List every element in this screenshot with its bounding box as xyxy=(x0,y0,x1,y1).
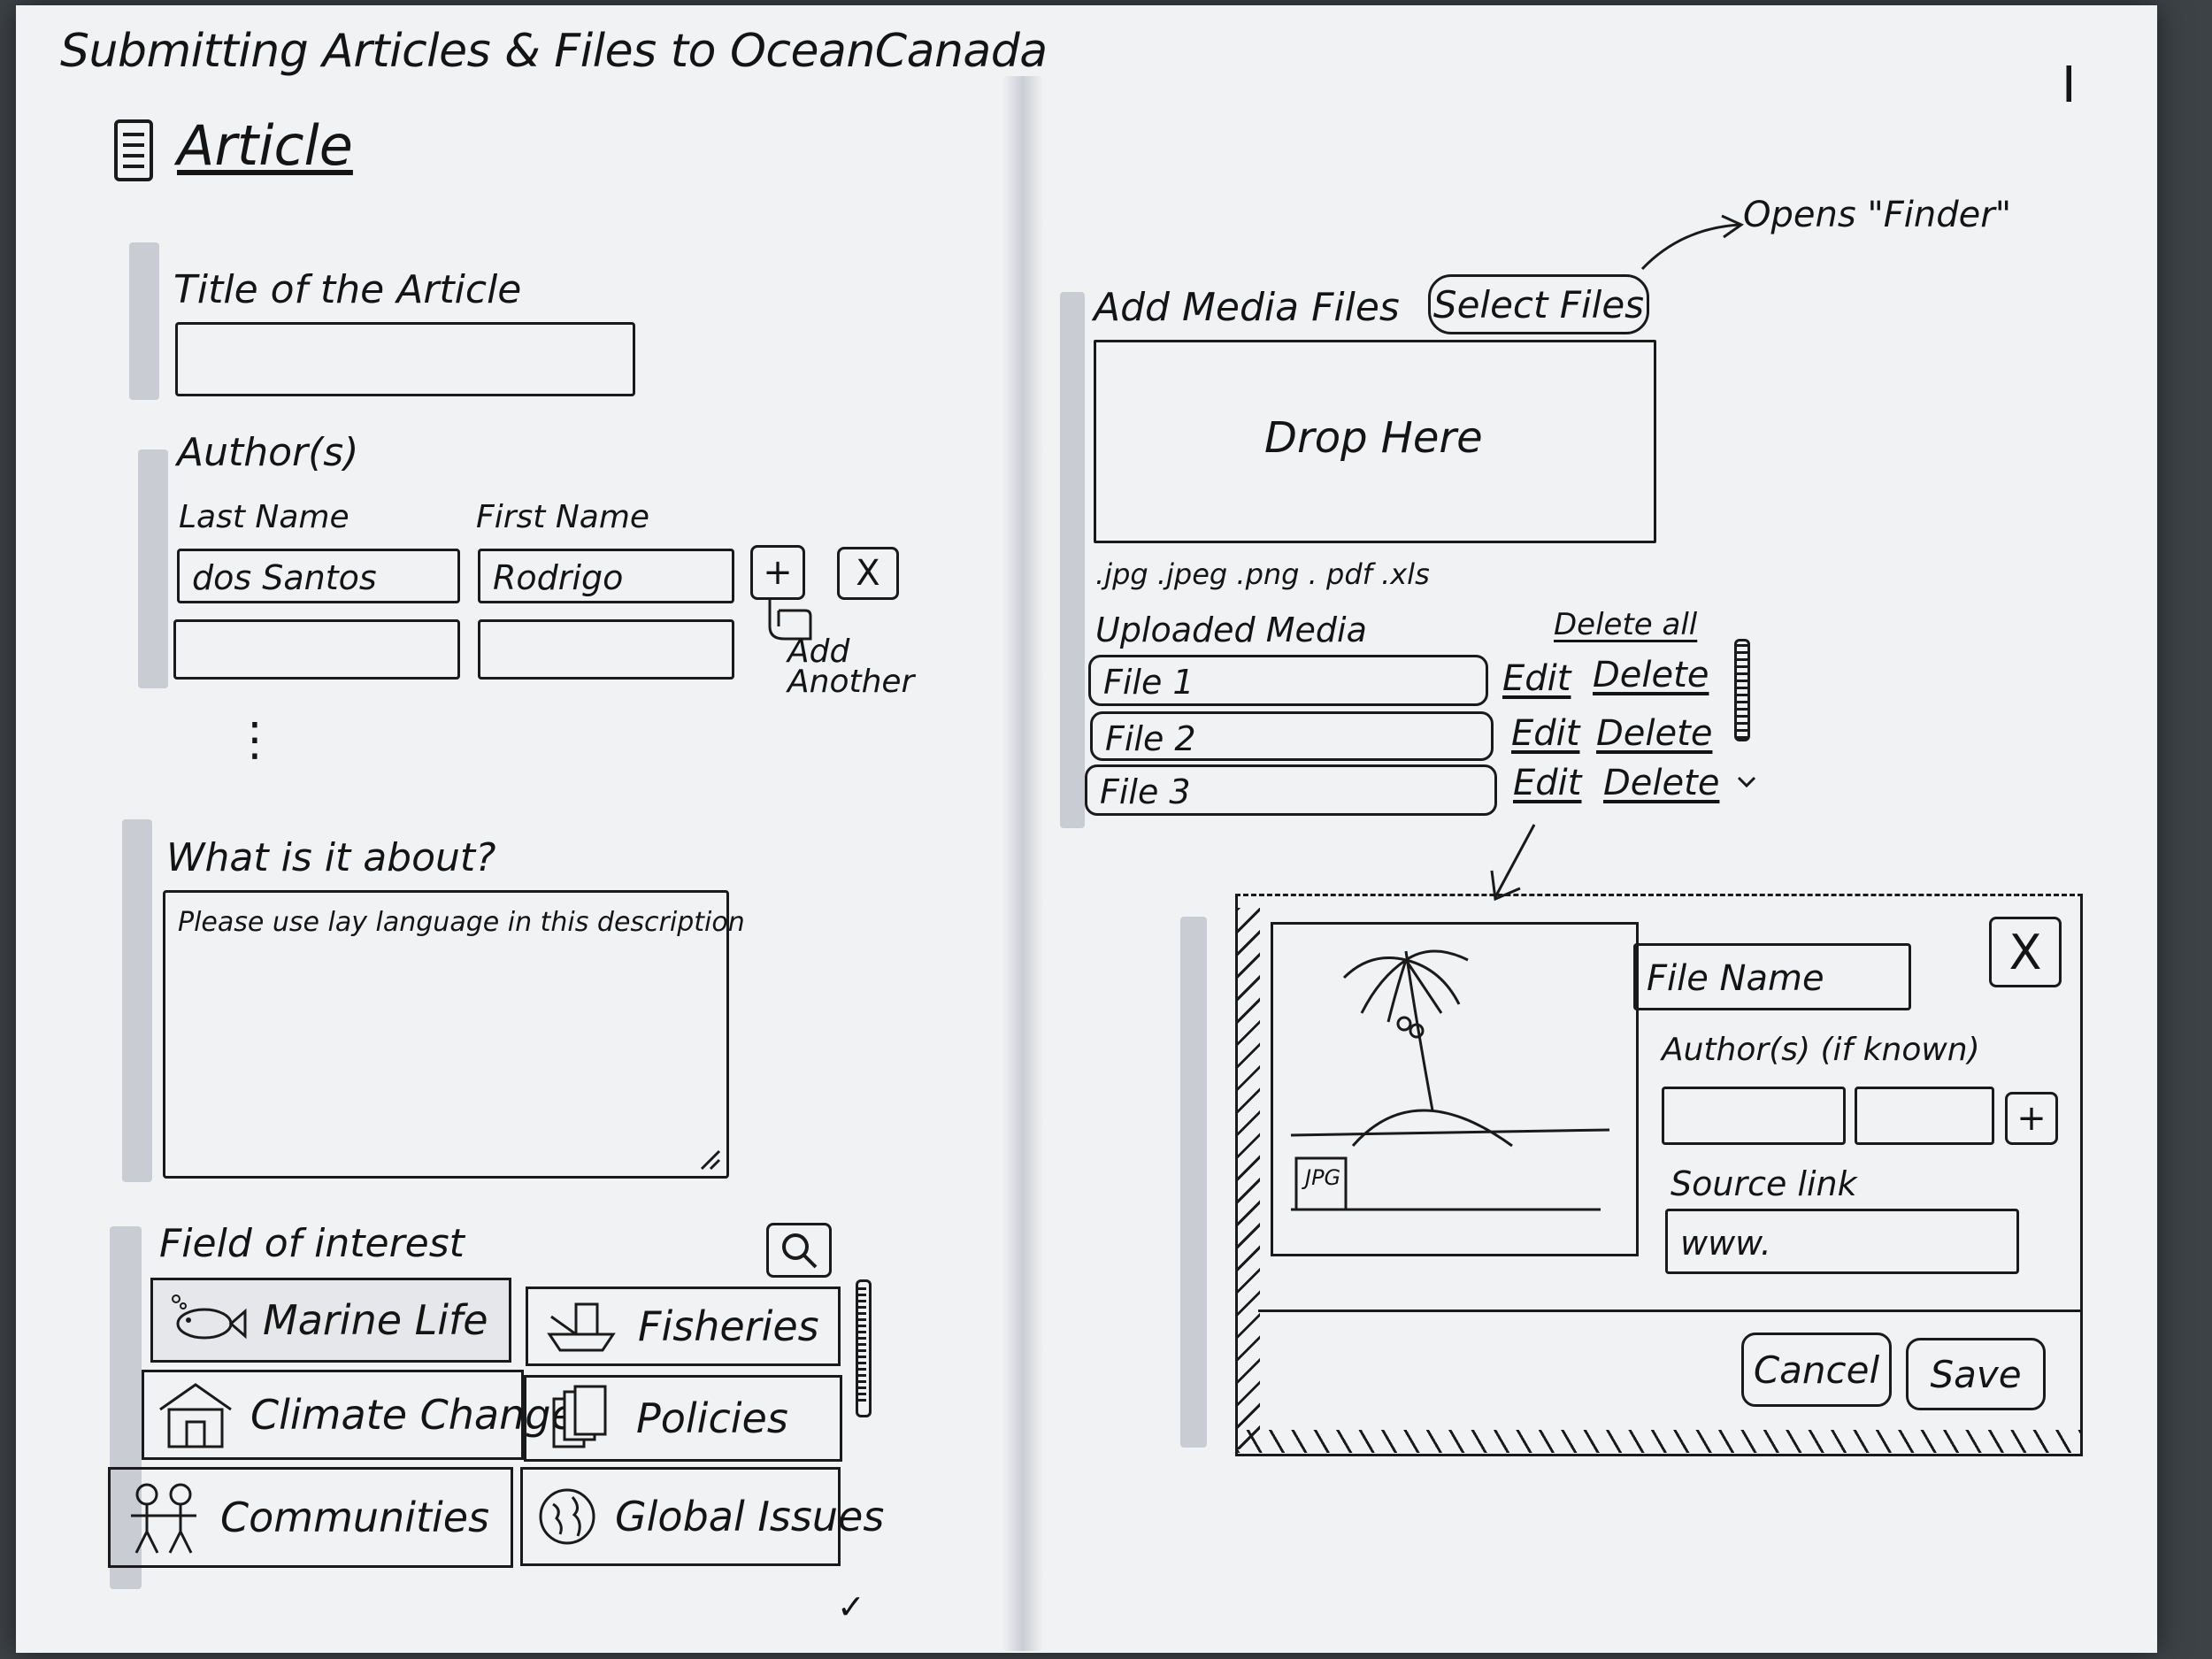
chevron-down-icon[interactable] xyxy=(1736,773,1757,791)
interest-search-button[interactable] xyxy=(766,1223,832,1278)
media-preview-image: JPG xyxy=(1271,922,1639,1256)
dialog-save-button[interactable]: Save xyxy=(1906,1338,2046,1410)
about-label: What is it about? xyxy=(166,835,496,880)
uploaded-file-row-1[interactable]: File 1 xyxy=(1088,655,1488,706)
dialog-shadow-bottom xyxy=(1237,1430,2083,1453)
dialog-close-button[interactable]: X xyxy=(1989,917,2062,987)
people-icon xyxy=(123,1483,204,1554)
about-textarea[interactable]: Please use lay language in this descript… xyxy=(163,890,745,1179)
interest-scrollbar[interactable] xyxy=(853,1279,872,1417)
page-marker: I xyxy=(2062,57,2077,114)
house-icon xyxy=(157,1380,234,1449)
delete-file-1-link[interactable]: Delete xyxy=(1593,655,1709,695)
uploaded-file-name-2: File 2 xyxy=(1105,719,1196,758)
interest-label-climate-change: Climate Change xyxy=(250,1391,576,1439)
uploaded-file-row-2[interactable]: File 2 xyxy=(1090,711,1494,761)
uploaded-file-name-3: File 3 xyxy=(1100,772,1191,811)
check-mark-icon: ✓ xyxy=(837,1587,865,1626)
down-arrow-icon xyxy=(1485,821,1547,902)
file-name-input[interactable]: File Name xyxy=(1633,943,1911,1010)
interest-label-policies: Policies xyxy=(636,1394,788,1442)
fish-icon xyxy=(165,1286,247,1355)
uploaded-media-label: Uploaded Media xyxy=(1095,611,1367,649)
interest-tile-global-issues[interactable]: Global Issues xyxy=(520,1467,884,1566)
uploaded-file-row-3[interactable]: File 3 xyxy=(1085,764,1497,816)
cursor-hand-icon xyxy=(761,591,823,644)
boat-icon xyxy=(541,1292,622,1361)
select-files-button[interactable]: Select Files xyxy=(1428,274,1649,334)
interest-label-marine-life: Marine Life xyxy=(263,1296,488,1344)
edit-file-2-link[interactable]: Edit xyxy=(1511,713,1580,754)
dialog-author-first-input[interactable] xyxy=(1855,1087,1994,1145)
documents-icon xyxy=(539,1384,620,1453)
dialog-cancel-button[interactable]: Cancel xyxy=(1741,1333,1892,1407)
first-name-input-2[interactable] xyxy=(478,619,734,680)
source-link-label: Source link xyxy=(1671,1164,1857,1203)
article-title-input[interactable] xyxy=(175,322,635,396)
group-bar-interest xyxy=(110,1226,142,1589)
article-title-label: Title of the Article xyxy=(173,267,522,312)
delete-file-3-link[interactable]: Delete xyxy=(1603,763,1720,803)
group-bar-title xyxy=(129,242,159,400)
add-another-label-1: Add xyxy=(787,634,850,670)
delete-all-link[interactable]: Delete all xyxy=(1554,607,1698,642)
finder-annotation: Opens "Finder" xyxy=(1743,195,2012,235)
paper-fold xyxy=(1002,76,1043,1651)
edit-media-dialog xyxy=(1235,894,2083,1456)
interest-label: Field of interest xyxy=(159,1221,465,1266)
drop-zone-label: Drop Here xyxy=(1264,413,1483,463)
dialog-add-author-button[interactable]: + xyxy=(2005,1092,2058,1145)
jpg-file-badge: JPG xyxy=(1305,1165,1341,1190)
drop-zone[interactable]: Drop Here xyxy=(1094,340,1656,543)
dialog-authors-label: Author(s) (if known) xyxy=(1662,1032,1980,1068)
group-bar-authors xyxy=(138,449,168,688)
resize-handle-icon[interactable] xyxy=(698,1148,721,1171)
interest-label-global-issues: Global Issues xyxy=(615,1493,885,1540)
uploaded-file-name-1: File 1 xyxy=(1103,663,1194,702)
delete-file-2-link[interactable]: Delete xyxy=(1596,713,1713,754)
arrow-icon xyxy=(1637,212,1752,274)
edit-file-3-link[interactable]: Edit xyxy=(1513,763,1582,803)
interest-tile-fisheries[interactable]: Fisheries xyxy=(526,1286,841,1366)
interest-tile-climate-change[interactable]: Climate Change xyxy=(142,1370,576,1460)
dialog-shadow-left xyxy=(1237,908,1260,1449)
group-bar-about xyxy=(122,819,152,1182)
first-name-label: First Name xyxy=(476,499,650,535)
dialog-divider xyxy=(1258,1310,2083,1312)
first-name-input-1[interactable]: Rodrigo xyxy=(478,549,734,603)
edit-file-1-link[interactable]: Edit xyxy=(1502,658,1571,699)
add-author-button[interactable]: + xyxy=(750,545,805,600)
add-media-label: Add Media Files xyxy=(1094,285,1400,330)
sketch-paper: Submitting Articles & Files to OceanCana… xyxy=(16,5,2157,1653)
file-formats-label: .jpg .jpeg .png . pdf .xls xyxy=(1095,557,1430,591)
interest-tile-marine-life[interactable]: Marine Life xyxy=(150,1278,511,1363)
dialog-author-last-input[interactable] xyxy=(1662,1087,1846,1145)
authors-label: Author(s) xyxy=(177,430,359,475)
last-name-input-2[interactable] xyxy=(173,619,460,680)
source-link-input[interactable]: www. xyxy=(1665,1209,2019,1274)
remove-author-button[interactable]: X xyxy=(837,547,899,600)
search-icon xyxy=(782,1233,818,1269)
document-icon xyxy=(113,119,154,182)
last-name-label: Last Name xyxy=(179,499,349,535)
interest-tile-communities[interactable]: Communities xyxy=(108,1467,513,1568)
section-title: Article xyxy=(177,113,353,178)
interest-tile-policies[interactable]: Policies xyxy=(524,1375,842,1462)
more-rows-marker: ⋮ xyxy=(232,713,278,766)
globe-icon xyxy=(535,1482,599,1551)
interest-label-fisheries: Fisheries xyxy=(638,1302,819,1350)
palm-island-illustration xyxy=(1290,949,1610,1211)
uploaded-scrollbar[interactable] xyxy=(1731,639,1750,741)
interest-label-communities: Communities xyxy=(220,1494,490,1541)
page-title: Submitting Articles & Files to OceanCana… xyxy=(60,25,1048,78)
group-bar-media xyxy=(1060,292,1085,828)
last-name-input-1[interactable]: dos Santos xyxy=(177,549,460,603)
add-another-label-2: Another xyxy=(787,664,915,700)
group-bar-dialog xyxy=(1180,917,1207,1448)
